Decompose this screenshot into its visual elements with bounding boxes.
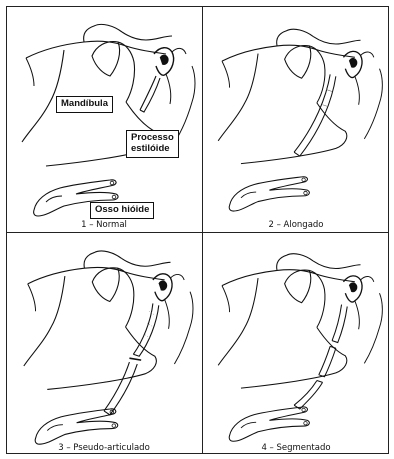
panel-pseudo-articulado: 3 – Pseudo-articulado	[6, 233, 202, 459]
label-osso-hioide-text: Osso hióide	[95, 204, 149, 215]
illustration-alongado	[203, 6, 389, 232]
panel-segmentado: 4 – Segmentado	[203, 233, 394, 459]
illustration-pseudo-articulado	[6, 233, 202, 454]
panel-normal: Mandíbula Processo estilóide Osso hióide…	[6, 6, 202, 232]
panel-alongado: 2 – Alongado	[203, 6, 394, 232]
caption-panel-1: 1 – Normal	[6, 220, 202, 230]
label-mandibula: Mandíbula	[56, 96, 113, 113]
caption-panel-4: 4 – Segmentado	[203, 443, 389, 453]
illustration-normal	[6, 6, 202, 232]
illustration-segmentado	[203, 233, 389, 454]
label-processo-estiloide: Processo estilóide	[126, 130, 179, 158]
caption-panel-3: 3 – Pseudo-articulado	[6, 443, 202, 453]
caption-panel-2: 2 – Alongado	[203, 220, 389, 230]
label-processo-line2: estilóide	[131, 144, 174, 155]
label-mandibula-text: Mandíbula	[61, 98, 108, 109]
label-osso-hioide: Osso hióide	[90, 202, 154, 219]
